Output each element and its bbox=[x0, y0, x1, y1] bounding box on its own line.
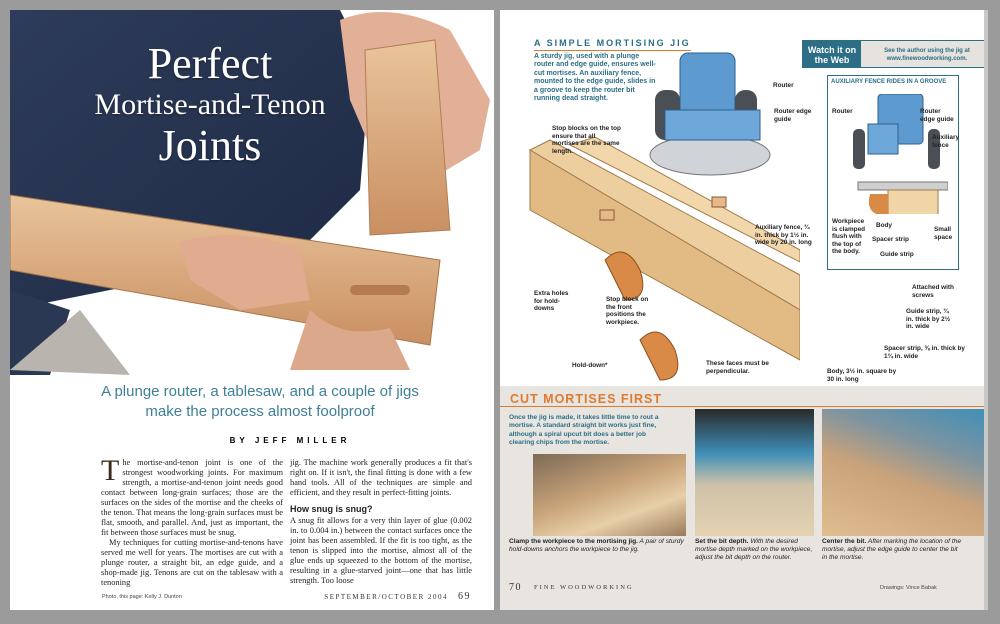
drawing-credit: Drawings: Vince Babak bbox=[880, 585, 937, 591]
opening-photo bbox=[10, 10, 494, 375]
router-illustration bbox=[649, 52, 771, 176]
label-stop-blocks: Stop blocks on the top ensure that all m… bbox=[552, 125, 621, 155]
caption-lead: Set the bit depth. bbox=[695, 538, 749, 545]
section-rule bbox=[500, 406, 984, 407]
subtitle-line: make the process almost foolproof bbox=[145, 403, 375, 420]
folio-date: SEPTEMBER/OCTOBER 2004 bbox=[324, 593, 448, 601]
photo-set-bit-depth bbox=[695, 409, 814, 536]
inset-illustration bbox=[853, 94, 948, 214]
inset-label-spacer: Spacer strip bbox=[872, 236, 909, 243]
watch-web-box[interactable]: Watch it on the Web See the author using… bbox=[802, 40, 984, 68]
page-number: 69 bbox=[458, 591, 471, 602]
inset-label-aux-fence: Auxiliary fence bbox=[932, 134, 959, 149]
inset-label-space: Small space bbox=[934, 226, 953, 241]
label-router: Router bbox=[773, 82, 794, 89]
paragraph: A snug fit allows for a very thin layer … bbox=[290, 516, 472, 585]
caption-text: A pair of sturdy hold-downs anchors the … bbox=[509, 538, 684, 553]
label-aux-fence: Auxiliary fence, ¾ in. thick by 1½ in. w… bbox=[755, 224, 812, 247]
watch-web-link[interactable]: See the author using the jig at www.fine… bbox=[861, 41, 984, 67]
label-hold-down: Hold-down* bbox=[572, 362, 608, 369]
jig-diagram bbox=[528, 136, 800, 381]
photo-center-bit bbox=[822, 409, 984, 536]
paragraph: jig. The machine work generally produces… bbox=[290, 458, 472, 497]
section-intro: Once the jig is made, it takes little ti… bbox=[509, 414, 659, 446]
photo-clamp-workpiece bbox=[533, 454, 686, 536]
caption-lead: Center the bit. bbox=[822, 538, 867, 545]
page-number-70: 70 bbox=[509, 582, 522, 593]
jig-intro: A sturdy jig, used with a plunge router … bbox=[534, 53, 656, 103]
cut-mortises-panel: CUT MORTISES FIRST Once the jig is made,… bbox=[500, 386, 984, 610]
caption-lead: Clamp the workpiece to the mortising jig… bbox=[509, 538, 638, 545]
label-faces: These faces must be perpendicular. bbox=[706, 360, 769, 375]
title-line-1: Perfect bbox=[147, 39, 273, 88]
inset-label-edge-guide: Router edge guide bbox=[920, 108, 954, 123]
watch-web-title: Watch it on the Web bbox=[803, 41, 861, 67]
label-body: Body, 3½ in. square by 30 in. long bbox=[827, 368, 897, 383]
label-stop-block-front: Stop block on the front positions the wo… bbox=[606, 296, 649, 326]
body-column-2: jig. The machine work generally produces… bbox=[290, 458, 472, 586]
byline: BY JEFF MILLER bbox=[229, 436, 351, 445]
inset-label-router: Router bbox=[832, 108, 853, 115]
right-page: A SIMPLE MORTISING JIG A sturdy jig, use… bbox=[500, 10, 988, 610]
label-attached: Attached with screws bbox=[912, 284, 954, 299]
caption-2: Set the bit depth. With the desired mort… bbox=[695, 538, 815, 562]
caption-3: Center the bit. After marking the locati… bbox=[822, 538, 962, 562]
inset-label-guide: Guide strip bbox=[880, 251, 914, 258]
inset-heading: AUXILIARY FENCE RIDES IN A GROOVE bbox=[831, 79, 947, 85]
subtitle: A plunge router, a tablesaw, and a coupl… bbox=[70, 382, 450, 422]
paragraph: My techniques for cutting mortise-and-te… bbox=[101, 538, 283, 587]
caption-text: After marking the location of the mortis… bbox=[822, 538, 962, 561]
subtitle-line: A plunge router, a tablesaw, and a coupl… bbox=[101, 383, 419, 400]
subheading: How snug is snug? bbox=[290, 504, 373, 514]
drop-cap: T bbox=[101, 454, 120, 487]
label-edge-guide: Router edge guide bbox=[774, 108, 812, 123]
paragraph: he mortise-and-tenon joint is one of the… bbox=[101, 458, 283, 537]
jig-heading: A SIMPLE MORTISING JIG bbox=[534, 38, 691, 51]
inset-diagram: AUXILIARY FENCE RIDES IN A GROOVE Router… bbox=[827, 75, 959, 270]
caption-text: With the desired mortise depth marked on… bbox=[695, 538, 813, 561]
title-line-3: Joints bbox=[158, 121, 262, 170]
inset-label-body: Body bbox=[876, 222, 892, 229]
title-line-2: Mortise-and-Tenon bbox=[94, 88, 326, 121]
section-heading: CUT MORTISES FIRST bbox=[508, 392, 665, 406]
photo-credit: Photo, this page: Kelly J. Dunton bbox=[102, 594, 182, 600]
label-extra-holes: Extra holes for hold-downs bbox=[534, 290, 569, 313]
folio-magazine: FINE WOODWORKING bbox=[534, 584, 634, 591]
label-guide-strip: Guide strip, ¾ in. thick by 2½ in. wide bbox=[906, 308, 951, 331]
left-page: Perfect Mortise-and-Tenon Joints A plung… bbox=[10, 10, 494, 610]
caption-1: Clamp the workpiece to the mortising jig… bbox=[509, 538, 684, 554]
label-spacer-strip: Spacer strip, ⅜ in. thick by 1¾ in. wide bbox=[884, 345, 965, 360]
inset-label-workpiece: Workpiece is clamped flush with the top … bbox=[832, 218, 866, 256]
